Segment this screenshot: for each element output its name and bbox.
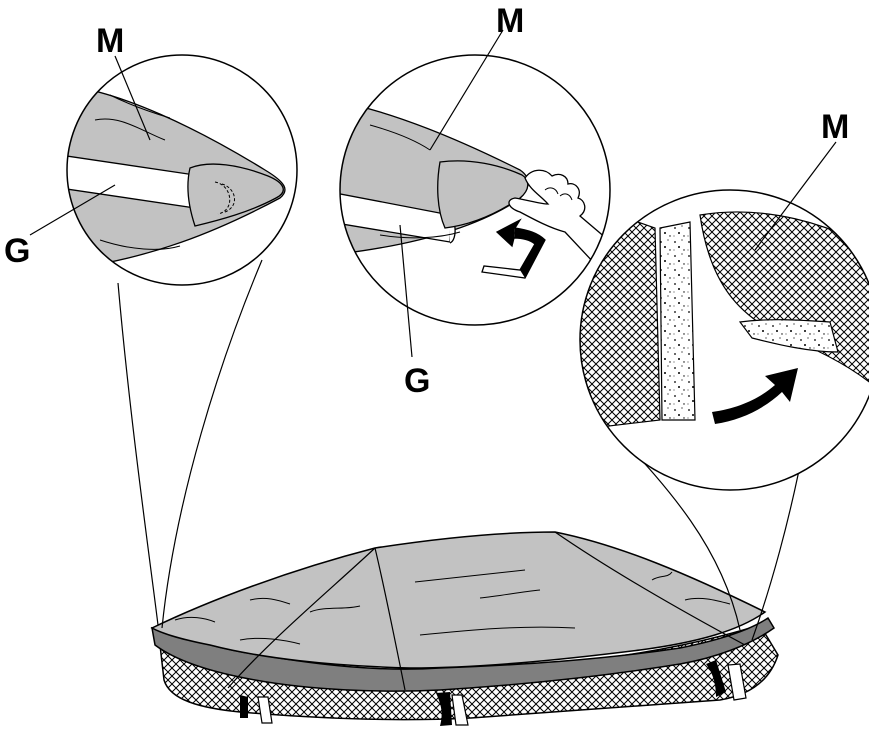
label-m-right: M <box>821 108 849 146</box>
frame-padding <box>727 663 747 701</box>
leader-lines <box>29 29 837 358</box>
label-m-left: M <box>96 22 124 60</box>
label-m-middle: M <box>496 2 524 40</box>
frame-padding <box>257 696 273 724</box>
detail-circle-right <box>579 189 869 491</box>
strap <box>706 660 726 697</box>
curved-arrow-right-icon <box>712 368 798 424</box>
label-g-middle: G <box>404 362 430 400</box>
hand-icon <box>508 169 610 282</box>
cover-edge <box>151 616 776 692</box>
strap <box>240 695 248 718</box>
trampoline <box>150 531 779 726</box>
label-g-left: G <box>4 232 30 270</box>
frame-padding <box>451 694 469 726</box>
strap <box>436 692 452 726</box>
detail-circle-left <box>66 54 298 286</box>
detail-circle-middle <box>339 54 611 326</box>
